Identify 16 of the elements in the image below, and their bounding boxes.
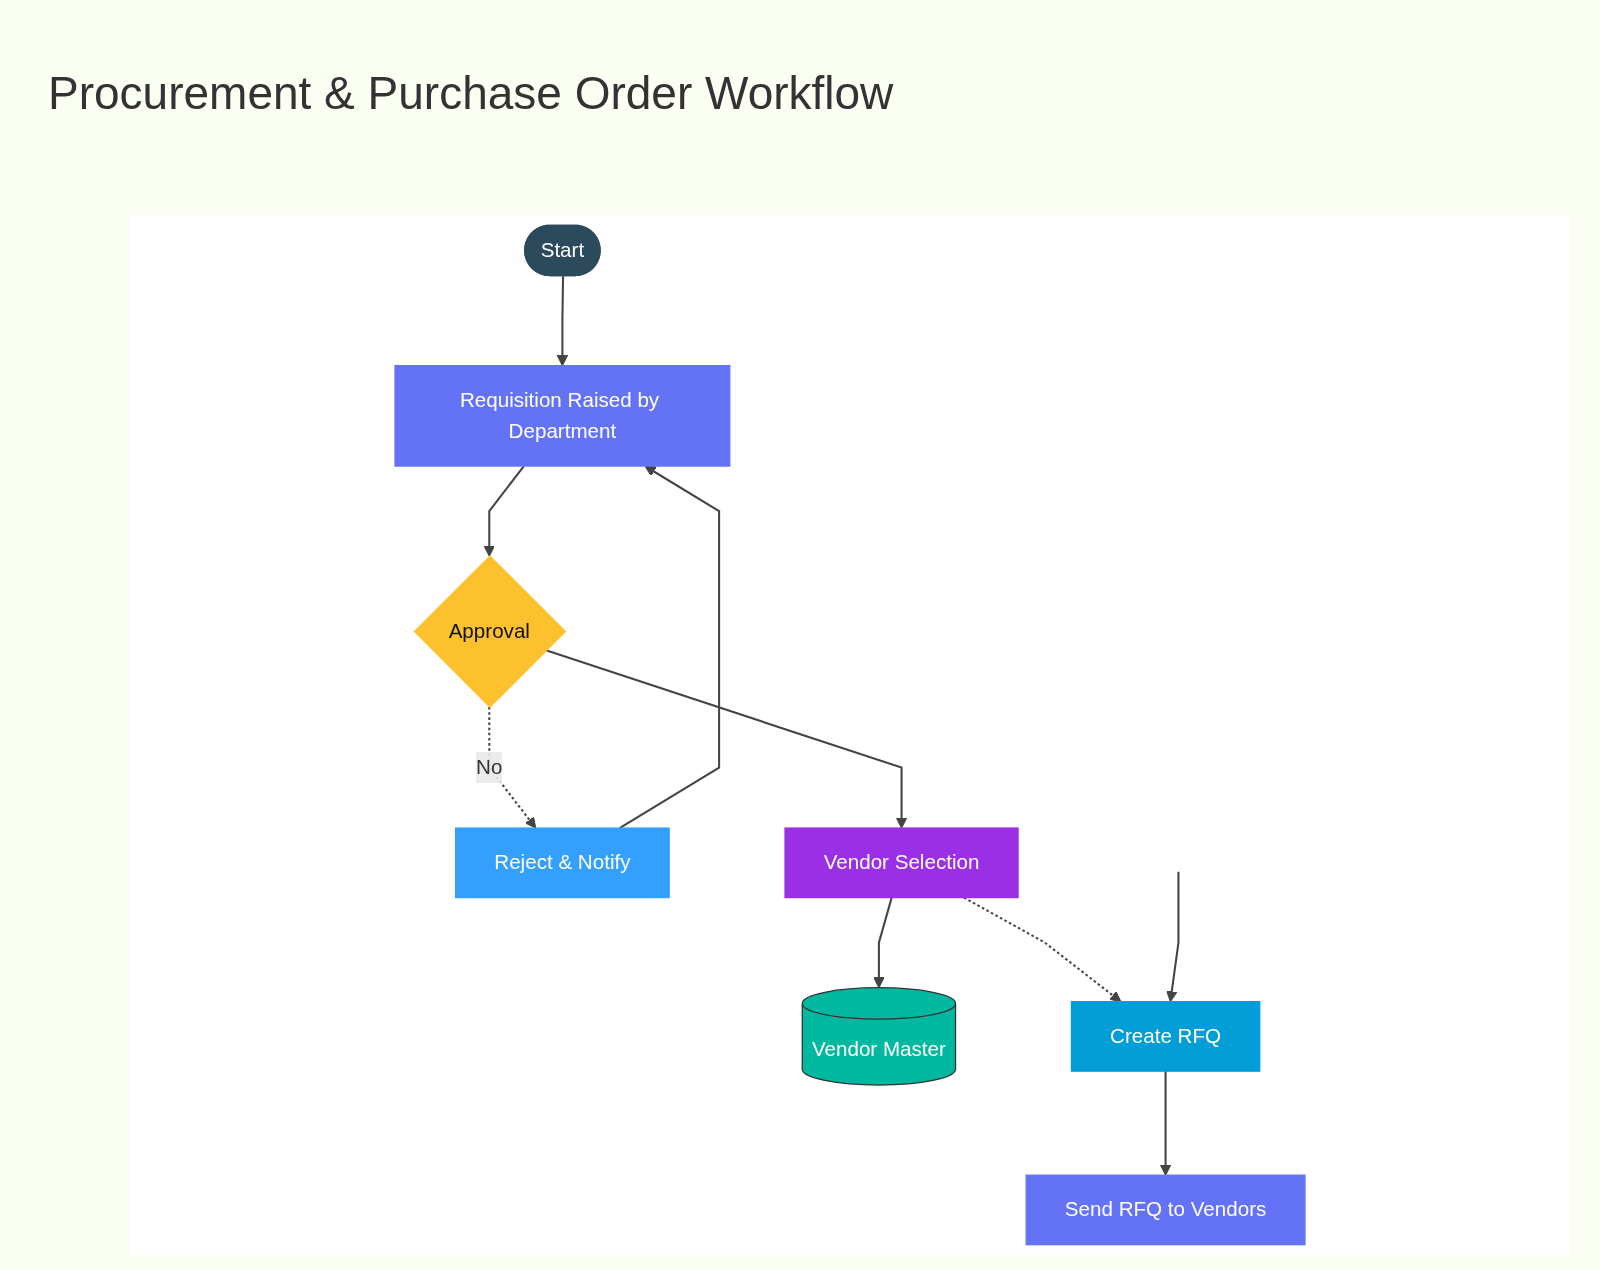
edge-label: No bbox=[476, 755, 503, 778]
node-box: Create RFQ bbox=[1070, 1000, 1261, 1072]
arrow bbox=[483, 465, 525, 557]
node-diamond: Approval bbox=[413, 555, 567, 708]
arrow bbox=[963, 896, 1122, 1003]
arrow bbox=[1166, 871, 1180, 1003]
arrow bbox=[545, 649, 908, 829]
arrow bbox=[873, 897, 893, 989]
arrow bbox=[556, 276, 569, 367]
node-box: Reject & Notify bbox=[455, 827, 670, 899]
arrow bbox=[1159, 1071, 1172, 1176]
diagram-title: Procurement & Purchase Order Workflow bbox=[48, 66, 894, 120]
node-box: Requisition Raised by Department bbox=[394, 365, 731, 467]
node-box: Send RFQ to Vendors bbox=[1025, 1174, 1306, 1246]
arrow bbox=[619, 465, 721, 829]
node-box: Vendor Selection bbox=[784, 827, 1019, 899]
